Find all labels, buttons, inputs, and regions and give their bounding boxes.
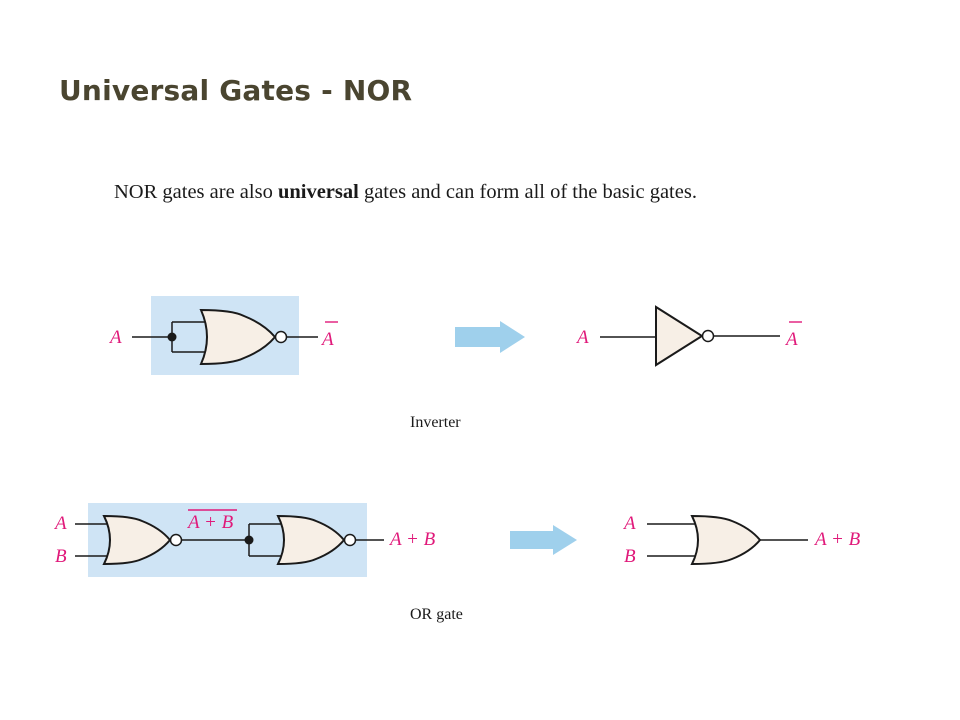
second-nor-gate-body — [276, 514, 346, 566]
inverter-output-label: A — [320, 329, 334, 350]
or-equiv-input-b-label: B — [624, 546, 636, 567]
inverter-symbol: A A — [575, 305, 802, 367]
second-nor-gate-bubble — [343, 533, 357, 547]
nor-or-circuit: A B A + B A + B — [53, 503, 436, 577]
or-input-b-label: B — [55, 546, 67, 567]
slide-title: Universal Gates - NOR — [59, 74, 413, 107]
or-equiv-output-label: A + B — [813, 529, 861, 550]
first-nor-gate-body — [102, 514, 172, 566]
inverter-triangle — [655, 305, 704, 367]
intro-text-pre: NOR gates are also — [114, 181, 278, 203]
inverter-equiv-output-label: A — [784, 329, 798, 350]
or-equiv-input-a-label: A — [622, 513, 636, 534]
inverter-caption: Inverter — [410, 414, 461, 431]
or-middle-label: A + B — [186, 512, 234, 533]
nor-inverter-circuit: A A — [108, 296, 338, 375]
inverter-equiv-input-label: A — [575, 327, 589, 348]
inverter-bubble — [701, 329, 715, 343]
or-gate-body — [690, 514, 762, 566]
or-gate-symbol: A B A + B — [622, 513, 861, 567]
intro-text: NOR gates are also universal gates and c… — [114, 176, 834, 208]
or-gate-caption: OR gate — [410, 606, 463, 623]
or-equivalence-arrow — [510, 525, 577, 555]
nor-gate-body — [199, 308, 277, 366]
or-output-label: A + B — [388, 529, 436, 550]
intro-text-post: gates and can form all of the basic gate… — [358, 181, 697, 203]
or-input-a-label: A — [53, 513, 67, 534]
inverter-input-label: A — [108, 327, 122, 348]
first-nor-gate-bubble — [169, 533, 183, 547]
nor-gate-bubble — [274, 330, 288, 344]
inverter-equivalence-arrow — [455, 321, 525, 353]
intro-text-bold: universal — [277, 181, 359, 203]
